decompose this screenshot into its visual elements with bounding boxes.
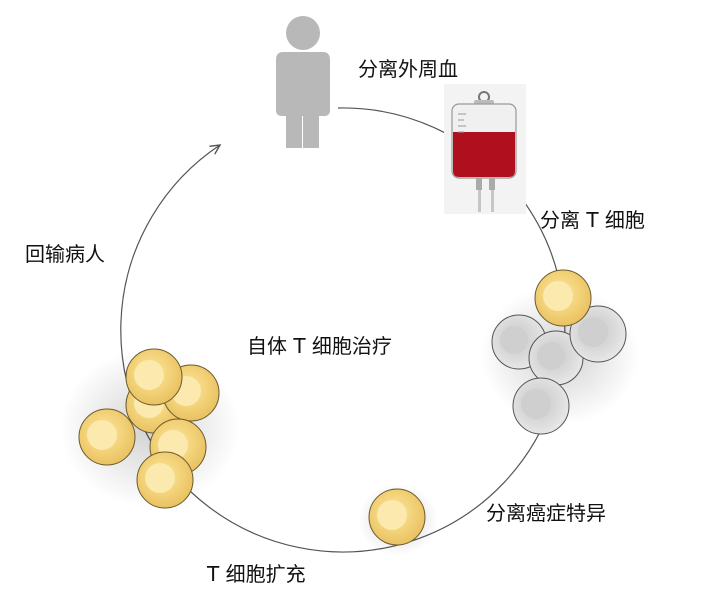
expanded-cell-cluster — [60, 348, 240, 509]
person-icon — [276, 16, 330, 148]
t-cell-cluster — [480, 269, 640, 435]
yellow-cell — [125, 348, 183, 406]
label-step2: 分离 T 细胞 — [540, 208, 645, 232]
label-step4: T 细胞扩充 — [207, 562, 306, 586]
yellow-cell — [78, 408, 136, 466]
label-center: 自体 T 细胞治疗 — [247, 334, 392, 358]
yellow-cell — [136, 451, 194, 509]
blood-bag-icon — [444, 84, 526, 214]
label-step1: 分离外周血 — [358, 57, 458, 81]
gray-cell — [512, 377, 570, 435]
label-step5: 回输病人 — [25, 242, 105, 266]
yellow-cell — [534, 269, 592, 327]
label-step3: 分离癌症特异 — [486, 501, 606, 525]
yellow-cell — [358, 484, 438, 556]
gray-cell — [569, 305, 627, 363]
